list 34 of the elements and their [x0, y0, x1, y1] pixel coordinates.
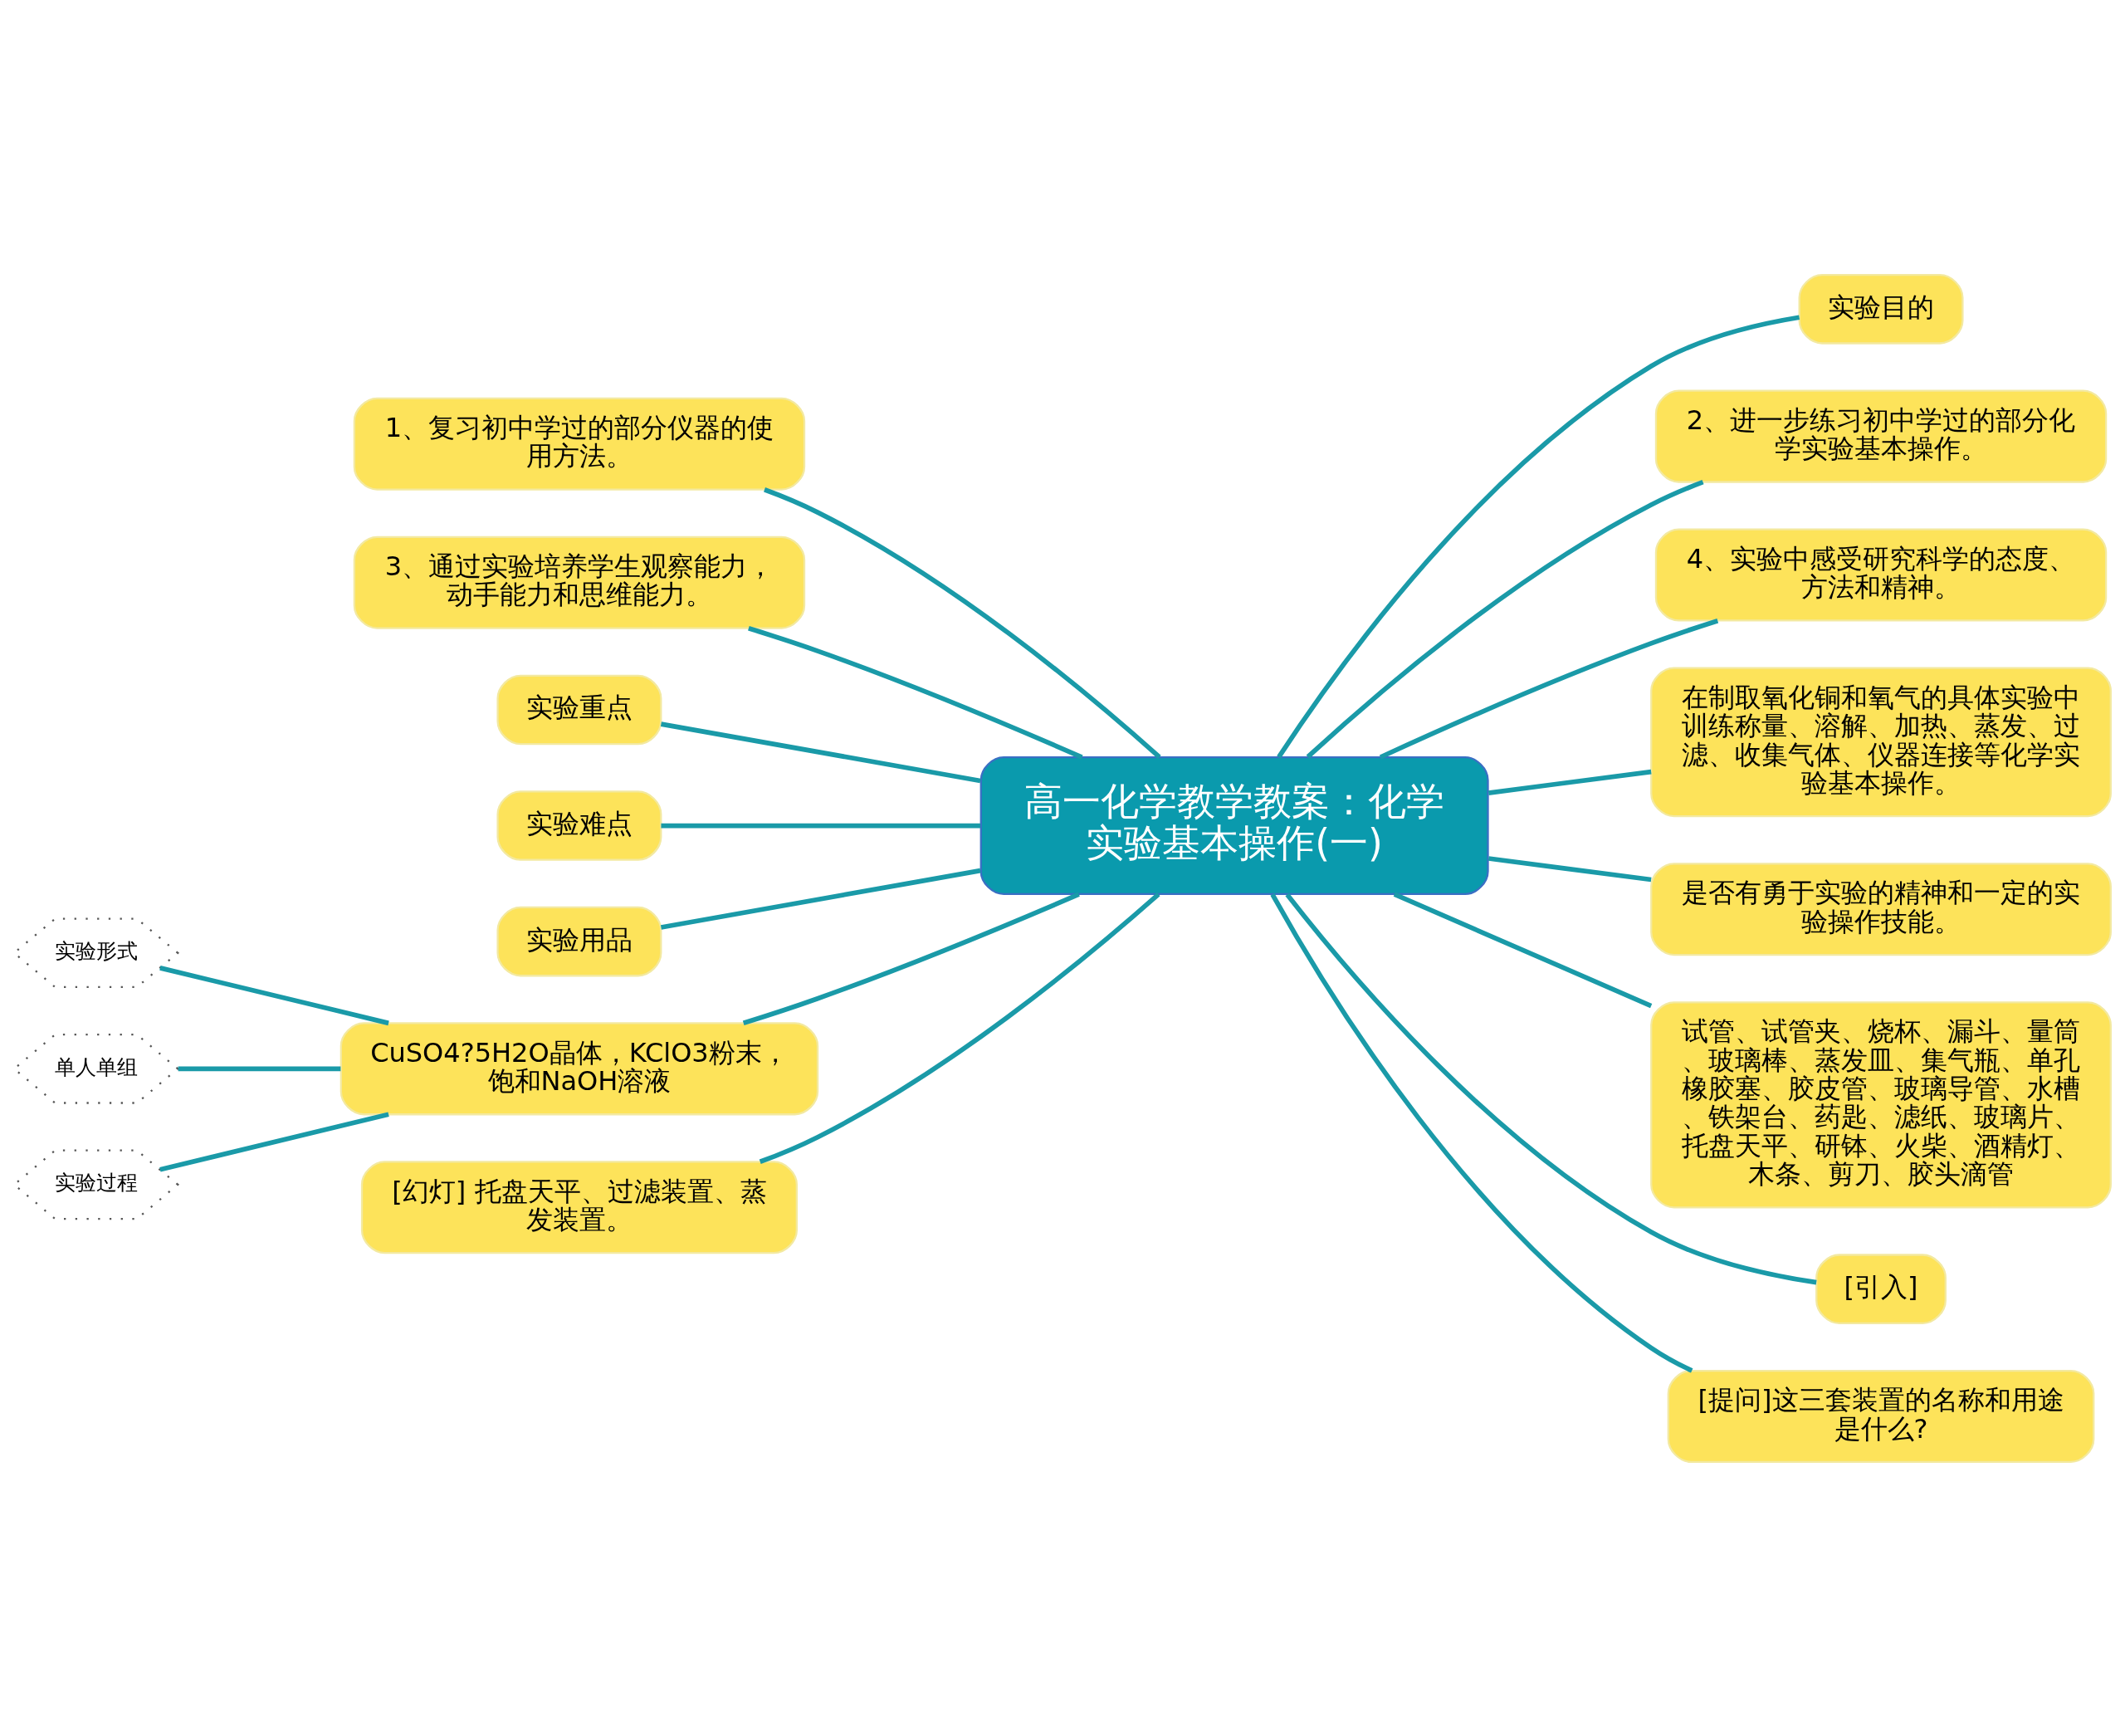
node-box: 2、进一步练习初中学过的部分化学实验基本操作。 [1654, 389, 2108, 483]
connector [1379, 618, 1719, 760]
connector [1393, 892, 1653, 1008]
connector [178, 1065, 341, 1071]
connector [660, 721, 981, 783]
node-box: 是否有勇于实验的精神和一定的实验操作技能。 [1650, 862, 2112, 956]
node-box: 试管、试管夹、烧杯、漏斗、量筒、玻璃棒、蒸发皿、集气瓶、单孔橡胶塞、胶皮管、玻璃导管、水槽、铁架台、药匙、滤纸、玻璃片、托盘天平、研钵、火柴、酒精灯、木条、剪刀、胶头滴管 [1650, 1000, 2112, 1208]
node-box: 在制取氧化铜和氧气的具体实验中训练称量、溶解、加热、蒸发、过滤、收集气体、仪器连接等化学实验基本操作。 [1650, 667, 2112, 817]
node-box: 高一化学教学教案：化学实验基本操作(一) [979, 756, 1489, 895]
connector [759, 892, 1160, 1164]
connector [764, 487, 1161, 759]
node-box: CuSO4?5H2O晶体，KClO3粉末，饱和NaOH溶液 [340, 1021, 819, 1115]
node-box: [幻灯] 托盘天平、过滤装置、蒸发装置。 [360, 1160, 798, 1254]
connector [748, 625, 1083, 760]
connector [1488, 769, 1652, 795]
connector [159, 1112, 389, 1172]
connector [1488, 855, 1652, 882]
node-box: 4、实验中感受研究科学的态度、方法和精神。 [1654, 528, 2108, 622]
node-box: [提问]这三套装置的名称和用途是什么? [1667, 1369, 2095, 1463]
connector [1277, 314, 1800, 758]
connector [1270, 892, 1693, 1372]
connector [660, 868, 981, 930]
node-box: 1、复习初中学过的部分仪器的使用方法。 [353, 397, 806, 491]
connector [159, 965, 389, 1025]
node-box: 实验重点 [496, 674, 662, 745]
node-box: 实验难点 [496, 790, 662, 861]
node-box: 实验用品 [496, 906, 662, 976]
node-box: [引入] [1815, 1253, 1947, 1324]
node-box: 3、通过实验培养学生观察能力，动手能力和思维能力。 [353, 535, 806, 629]
node-box: 实验目的 [1798, 273, 1964, 345]
connector [1306, 479, 1704, 759]
connector [742, 892, 1080, 1025]
connector [1285, 892, 1817, 1285]
connector [661, 823, 981, 828]
